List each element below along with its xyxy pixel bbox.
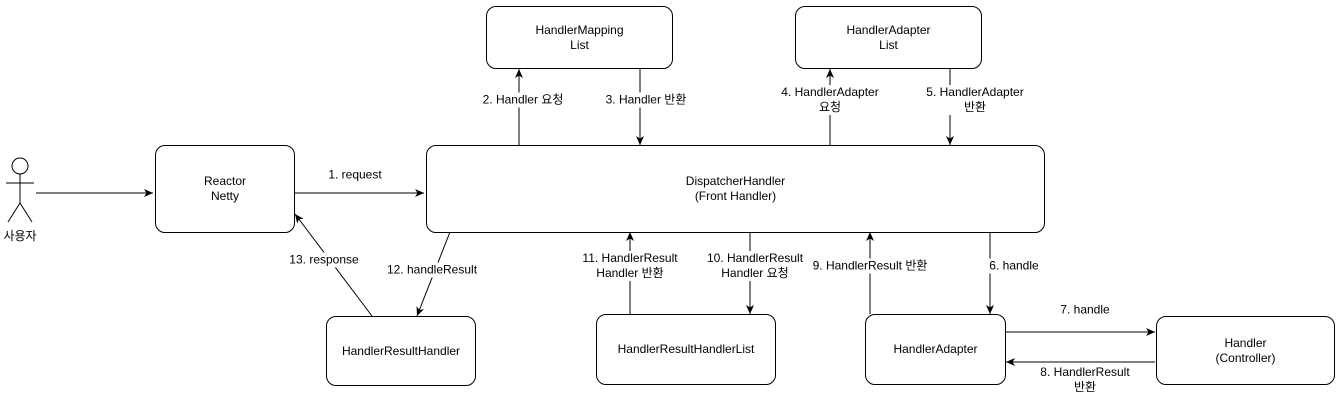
step-4-label: 4. HandlerAdapter 요청 [780, 85, 880, 115]
step-5-label: 5. HandlerAdapter 반환 [925, 85, 1025, 115]
handler-mapping-list-box: HandlerMapping List [486, 6, 673, 69]
step-7-label: 7. handle [1059, 302, 1111, 318]
user-actor-label: 사용자 [3, 229, 37, 243]
step-13-label: 13. response [288, 252, 360, 268]
step-11-label: 11. HandlerResult Handler 반환 [581, 251, 679, 281]
step-3-label: 3. Handler 반환 [604, 92, 688, 108]
step-6-label: 6. handle [988, 258, 1040, 274]
step-1-label: 1. request [327, 167, 383, 183]
step-12-label: 12. handleResult [385, 262, 479, 278]
reactor-netty-box: Reactor Netty [155, 145, 295, 233]
handler-controller-box: Handler (Controller) [1156, 316, 1335, 385]
handler-result-handler-box: HandlerResultHandler [326, 316, 476, 386]
step-8-label: 8. HandlerResult 반환 [1039, 365, 1131, 395]
dispatcher-handler-box: DispatcherHandler (Front Handler) [426, 145, 1045, 233]
step-9-label: 9. HandlerResult 반환 [811, 258, 929, 274]
handler-adapter-list-box: HandlerAdapter List [795, 6, 982, 69]
handler-result-handler-list-box: HandlerResultHandlerList [596, 314, 776, 385]
handler-adapter-box: HandlerAdapter [865, 314, 1006, 385]
user-actor-icon [6, 157, 34, 223]
step-2-label: 2. Handler 요청 [481, 92, 565, 108]
step-10-label: 10. HandlerResult Handler 요청 [705, 251, 805, 281]
